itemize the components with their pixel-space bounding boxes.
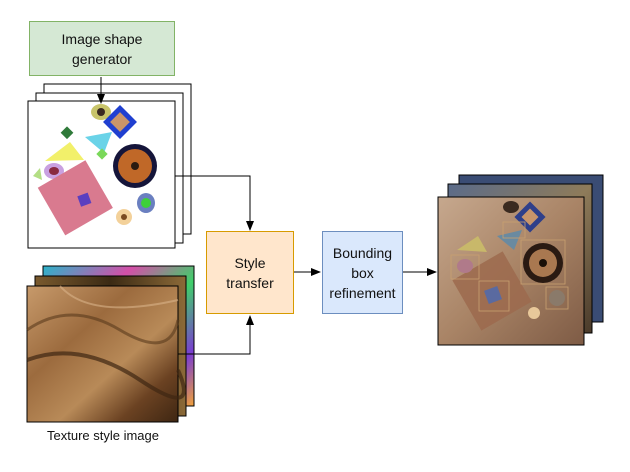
arrow-texture-to-style xyxy=(178,315,254,355)
connectors xyxy=(97,77,437,355)
shape-image-stack xyxy=(27,83,192,249)
texture-style-caption: Texture style image xyxy=(47,428,159,443)
texture-image-stack xyxy=(26,265,195,423)
generator-label: Image shape generator xyxy=(61,30,143,67)
style-transfer-label: Style transfer xyxy=(226,254,274,291)
bounding-box-refinement-node: Bounding box refinement xyxy=(322,231,403,314)
arrow-shapes-to-style xyxy=(175,175,254,231)
style-transfer-node: Style transfer xyxy=(206,231,294,314)
output-image-stack xyxy=(437,174,604,346)
synthetic-shapes xyxy=(33,104,157,236)
image-shape-generator-node: Image shape generator xyxy=(29,21,175,76)
bbox-refinement-label: Bounding box refinement xyxy=(329,244,396,301)
